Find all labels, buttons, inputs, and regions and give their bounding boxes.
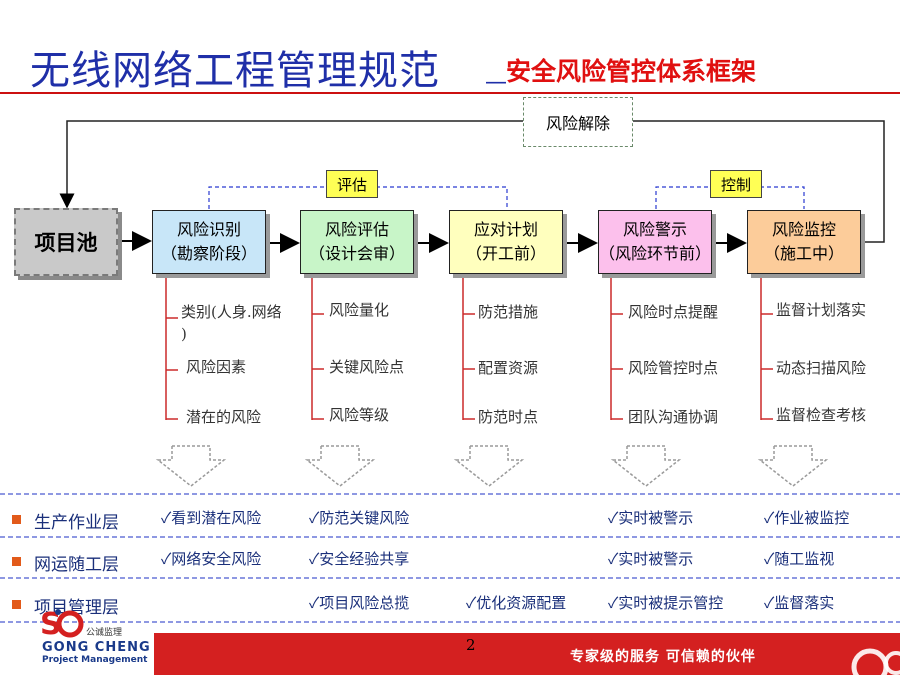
layer-benefit: ✓优化资源配置 [466, 594, 567, 612]
sub-item: 监督检查考核 [776, 406, 867, 424]
layer-benefit: ✓实时被警示 [608, 550, 694, 568]
sub-item: 关键风险点 [329, 358, 405, 376]
layer-benefit: ✓项目风险总揽 [309, 594, 410, 612]
layer-label-production: 生产作业层 [34, 513, 119, 533]
layer-benefit: ✓实时被提示管控 [608, 594, 724, 612]
sub-item: 动态扫描风险 [776, 359, 867, 377]
stage-risk-identify: 风险识别 （勘察阶段） [152, 210, 266, 274]
footer-bar [154, 633, 900, 675]
layer-dividers [0, 493, 900, 623]
sub-item: ) [181, 325, 187, 343]
logo-name: GONG CHENG [42, 640, 151, 655]
stage-phase: （开工前） [465, 244, 546, 263]
logo-tagline: Project Management [42, 655, 148, 665]
stage-title: 风险警示 [622, 220, 687, 239]
page-number: 2 [466, 636, 476, 654]
footer-decoration-icon [851, 648, 900, 675]
footer-slogan: 专家级的服务 可信赖的伙伴 [570, 649, 756, 665]
sub-item: 防范时点 [478, 408, 539, 426]
feedback-return-line [59, 120, 523, 209]
layer-bullet [12, 557, 21, 566]
control-tag: 控制 [710, 170, 762, 198]
stage-phase: （风险环节前） [599, 244, 712, 263]
stage-phase: （设计会审） [308, 244, 405, 263]
sub-item: 类别(人身.网络 [181, 303, 282, 321]
layer-benefit: ✓网络安全风险 [161, 550, 262, 568]
sub-item: 风险时点提醒 [628, 303, 719, 321]
page-title: 无线网络工程管理规范 [30, 48, 440, 94]
layer-benefit: ✓防范关键风险 [309, 509, 410, 527]
sub-item: 风险量化 [329, 301, 390, 319]
sub-item: 团队沟通协调 [628, 408, 719, 426]
down-arrows [155, 445, 829, 487]
layer-label-operations: 网运随工层 [34, 555, 119, 575]
stage-risk-warning: 风险警示 （风险环节前） [598, 210, 712, 274]
company-logo-icon: S [40, 607, 84, 638]
sub-item: 配置资源 [478, 359, 539, 377]
layer-benefit: ✓实时被警示 [608, 509, 694, 527]
layer-bullet [12, 515, 21, 524]
sub-item: 风险等级 [329, 406, 390, 424]
stage-risk-monitor: 风险监控 （施工中） [747, 210, 861, 274]
sub-item: 潜在的风险 [186, 408, 262, 426]
project-pool-box: 项目池 [14, 208, 118, 276]
page-subtitle: 安全风险管控体系框架 [506, 57, 757, 86]
risk-release-box: 风险解除 [523, 97, 633, 147]
stage-title: 风险评估 [324, 220, 389, 239]
stage-risk-assess: 风险评估 （设计会审） [300, 210, 414, 274]
layer-bullet [12, 600, 21, 609]
sub-item: 监督计划落实 [776, 301, 867, 319]
title-separator: _ [486, 38, 506, 84]
feedback-loop-line [631, 120, 885, 243]
layer-benefit: ✓看到潜在风险 [161, 509, 262, 527]
stage-title: 应对计划 [473, 220, 538, 239]
assess-tag: 评估 [326, 170, 378, 198]
title-underline [0, 92, 900, 94]
sub-trees [165, 276, 773, 420]
layer-benefit: ✓监督落实 [764, 594, 835, 612]
sub-item: 风险因素 [186, 358, 247, 376]
layer-benefit: ✓安全经验共享 [309, 550, 410, 568]
layer-benefit: ✓随工监视 [764, 550, 835, 568]
stage-phase: （施工中） [763, 244, 844, 263]
sub-item: 防范措施 [478, 303, 539, 321]
logo-chinese-name: 公诚监理 [86, 628, 123, 638]
control-bracket [655, 186, 805, 209]
svg-text:S: S [40, 607, 62, 638]
layer-benefit: ✓作业被监控 [764, 509, 850, 527]
stage-title: 风险监控 [771, 220, 836, 239]
stage-phase: （勘察阶段） [160, 244, 257, 263]
sub-item: 风险管控时点 [628, 359, 719, 377]
stage-title: 风险识别 [176, 220, 241, 239]
stage-response-plan: 应对计划 （开工前） [449, 210, 563, 274]
